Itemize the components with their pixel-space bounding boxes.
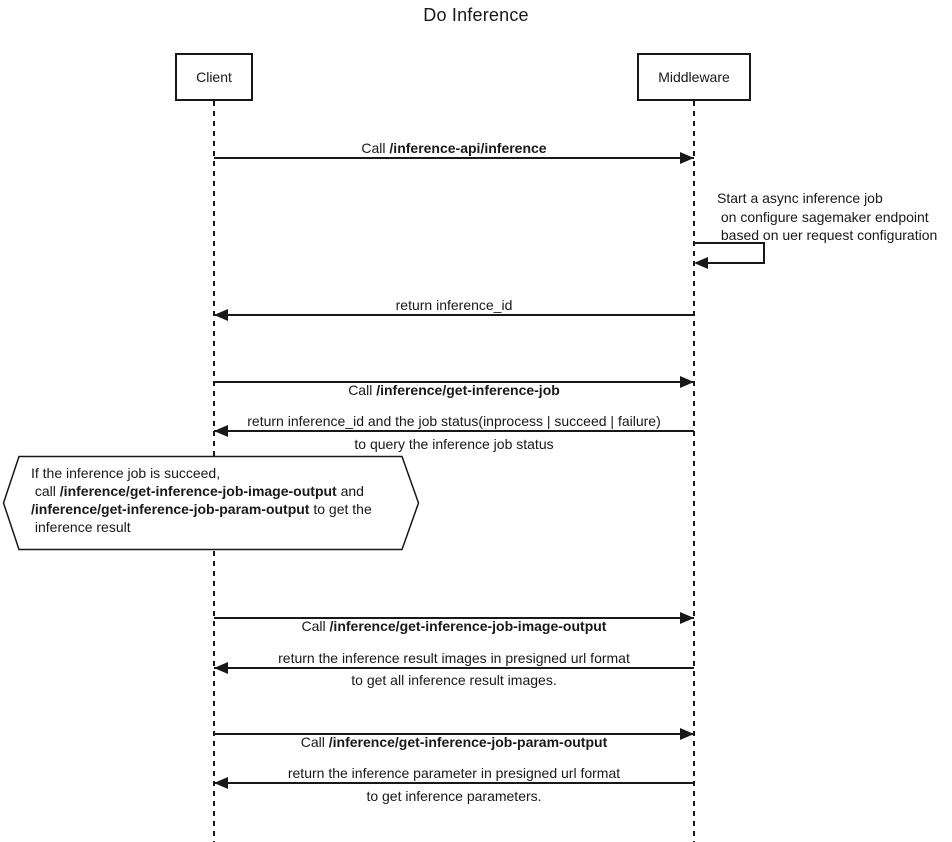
arrowhead-left-icon — [214, 425, 228, 437]
arrowhead-left-icon — [694, 257, 708, 269]
message-6-arrow-line — [214, 667, 694, 669]
diagram-title: Do Inference — [423, 5, 529, 25]
participant-client-label: Client — [196, 69, 232, 85]
message-1-api-path: /inference-api/inference — [389, 140, 547, 156]
message-7-label: Call /inference/get-inference-job-param-… — [214, 697, 694, 841]
self-message-label: Start a async inference job on configure… — [717, 189, 937, 245]
arrowhead-right-icon — [680, 612, 694, 624]
condition-note-line2-api-path: /inference/get-inference-job-image-outpu… — [59, 483, 337, 499]
message-7-api-path: /inference/get-inference-job-param-outpu… — [328, 734, 608, 750]
message-5-api-path: /inference/get-inference-job-image-outpu… — [329, 618, 607, 634]
self-loop-top-line — [694, 242, 765, 244]
self-message-line3: based on uer request configuration — [717, 227, 938, 243]
condition-note-line2-suffix: and — [336, 483, 364, 499]
message-1-text: Call — [361, 140, 390, 156]
condition-note-line4: inference result — [31, 519, 131, 535]
condition-note-line1: If the inference job is succeed, — [31, 465, 221, 481]
message-7-line1: Call /inference/get-inference-job-param-… — [214, 733, 694, 751]
arrowhead-left-icon — [214, 662, 228, 674]
condition-note-line3-api-path: /inference/get-inference-job-param-outpu… — [31, 501, 310, 517]
participant-middleware: Middleware — [637, 53, 751, 101]
self-loop-right-line — [763, 242, 765, 264]
arrowhead-left-icon — [214, 777, 228, 789]
arrowhead-right-icon — [680, 728, 694, 740]
message-8-label: return the inference parameter in presig… — [287, 765, 621, 781]
arrowhead-left-icon — [214, 309, 228, 321]
message-1-label: Call /inference-api/inference — [214, 139, 694, 157]
message-5-arrow-line — [214, 617, 694, 619]
condition-note-line3: /inference/get-inference-job-param-outpu… — [31, 501, 372, 517]
self-message-line1: Start a async inference job — [717, 190, 883, 206]
lifeline-middleware — [693, 101, 695, 842]
message-4-label: return inference_id and the job status(i… — [247, 413, 661, 429]
message-3-text: Call — [348, 382, 377, 398]
message-7-line2: to get inference parameters. — [366, 788, 542, 804]
message-3-api-path: /inference/get-inference-job — [376, 382, 560, 398]
condition-note-text: If the inference job is succeed, call /i… — [31, 464, 372, 536]
message-4-arrow-line — [214, 430, 694, 432]
message-3-line1: Call /inference/get-inference-job — [214, 381, 694, 399]
condition-note-line2: call /inference/get-inference-job-image-… — [31, 483, 364, 499]
self-loop-bottom-line — [706, 262, 765, 264]
message-2-label: return inference_id — [395, 297, 513, 313]
condition-note-line3-suffix: to get the — [309, 501, 372, 517]
message-8-arrow-line — [214, 782, 694, 784]
message-1-arrow-line — [214, 157, 694, 159]
self-message-line2: on configure sagemaker endpoint — [717, 208, 929, 225]
message-6-label: return the inference result images in pr… — [278, 650, 630, 666]
arrowhead-right-icon — [680, 376, 694, 388]
participant-client: Client — [175, 53, 253, 101]
participant-middleware-label: Middleware — [658, 69, 730, 85]
arrowhead-right-icon — [680, 152, 694, 164]
message-5-text: Call — [301, 618, 330, 634]
message-3-label: Call /inference/get-inference-job to que… — [214, 345, 694, 489]
condition-note-line2-prefix: call — [31, 483, 60, 499]
message-3-line2: to query the inference job status — [354, 436, 554, 452]
message-3-arrow-line — [214, 381, 694, 383]
message-2-arrow-line — [214, 314, 694, 316]
condition-note-hexagon — [2, 455, 420, 551]
message-5-label: Call /inference/get-inference-job-image-… — [214, 581, 694, 725]
message-5-line1: Call /inference/get-inference-job-image-… — [214, 617, 694, 635]
message-7-arrow-line — [214, 733, 694, 735]
message-7-text: Call — [300, 734, 329, 750]
message-5-line2: to get all inference result images. — [351, 672, 557, 688]
